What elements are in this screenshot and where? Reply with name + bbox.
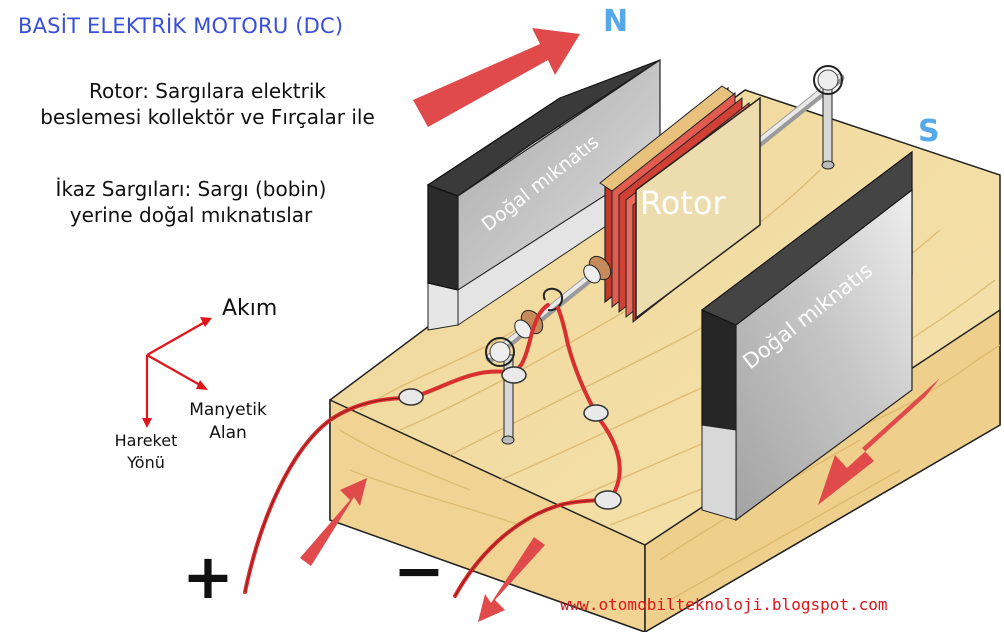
- field-description: İkaz Sargıları: Sargı (bobin) yerine doğ…: [16, 176, 366, 228]
- rotor-description: Rotor: Sargılara elektrik beslemesi koll…: [10, 78, 405, 130]
- field-arrow-bottom: [818, 378, 940, 505]
- motion-axis-label-line1: Hareket: [114, 431, 178, 450]
- south-pole-label: S: [918, 114, 940, 149]
- terminal-screws: [398, 366, 622, 510]
- field-axis-label: Manyetik Alan: [168, 399, 288, 445]
- field-description-line1: İkaz Sargıları: Sargı (bobin): [55, 177, 327, 201]
- front-bearing: [485, 337, 515, 445]
- page-title: BASİT ELEKTRİK MOTORU (DC): [18, 14, 344, 38]
- left-magnet: [426, 58, 661, 331]
- right-magnet: [701, 150, 913, 522]
- field-axis-label-line2: Alan: [209, 423, 247, 443]
- rotor-core: [599, 85, 761, 324]
- rear-bearing: [813, 65, 843, 170]
- watermark-url: www.otomobilteknoloji.blogspot.com: [560, 595, 888, 614]
- current-arrow-in: [300, 478, 367, 566]
- rotor-description-line2: beslemesi kollektör ve Fırçalar ile: [40, 105, 375, 129]
- north-pole-label: N: [603, 4, 629, 39]
- positive-terminal-sign: +: [182, 540, 234, 613]
- rotor-label: Rotor: [640, 184, 727, 222]
- field-axis-label-line1: Manyetik: [189, 400, 267, 420]
- field-arrow-top: [413, 28, 580, 127]
- wire-outline: [244, 397, 611, 597]
- axis-triad: [142, 317, 212, 428]
- current-axis-label: Akım: [222, 296, 278, 321]
- rotor-description-line1: Rotor: Sargılara elektrik: [89, 79, 326, 103]
- motion-axis-label: Hareket Yönü: [98, 430, 194, 474]
- current-arrow-out: [478, 537, 545, 622]
- field-description-line2: yerine doğal mıknatıslar: [69, 203, 313, 227]
- field-arrows: [300, 28, 940, 622]
- negative-terminal-sign: −: [393, 534, 445, 607]
- motion-axis-label-line2: Yönü: [127, 453, 165, 472]
